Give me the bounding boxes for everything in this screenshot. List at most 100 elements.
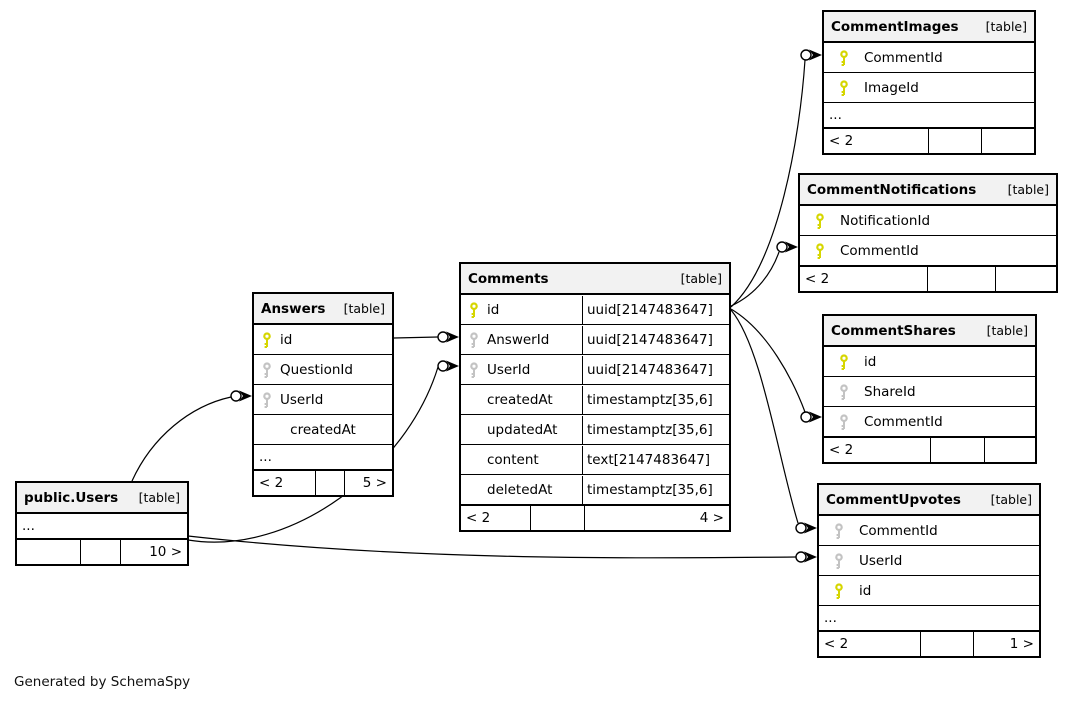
- column-type: timestamptz[35,6]: [582, 475, 729, 504]
- column-row-commentid: CommentId: [824, 43, 1034, 73]
- primary-key-icon: [263, 331, 271, 348]
- primary-key-icon: [840, 49, 848, 66]
- column-row-userid: UserId: [254, 385, 392, 415]
- footer-parents[interactable]: < 2: [824, 129, 929, 153]
- more-columns-ellipsis[interactable]: ...: [17, 514, 187, 539]
- primary-key-icon: [816, 212, 824, 229]
- table-commentupvotes: CommentUpvotes [table] CommentId UserId …: [817, 483, 1041, 658]
- footer-children: [996, 267, 1056, 291]
- table-commentnotifications-header[interactable]: CommentNotifications [table]: [800, 175, 1056, 206]
- footer-mid: [531, 506, 585, 530]
- column-name: ShareId: [864, 383, 916, 400]
- column-type: timestamptz[35,6]: [582, 415, 729, 444]
- column-row-answerid: AnswerId uuid[2147483647]: [461, 325, 729, 355]
- column-name: id: [487, 301, 500, 318]
- table-tag: [table]: [343, 301, 385, 316]
- column-name: UserId: [487, 361, 531, 378]
- column-row-updatedat: updatedAt timestamptz[35,6]: [461, 415, 729, 445]
- column-row-content: content text[2147483647]: [461, 445, 729, 475]
- connector-commentshares-commentid: [800, 411, 822, 423]
- table-tag: [table]: [680, 271, 722, 286]
- foreign-key-icon: [840, 383, 848, 400]
- table-tag: [table]: [985, 19, 1027, 34]
- foreign-key-icon: [470, 361, 478, 378]
- column-row-commentid: CommentId: [800, 236, 1056, 266]
- generator-credit: Generated by SchemaSpy: [14, 674, 191, 690]
- table-footer: 10 >: [17, 539, 187, 564]
- edge-users-to-comments-userid: [187, 366, 439, 543]
- footer-children[interactable]: 5 >: [362, 475, 387, 491]
- column-name: id: [859, 582, 872, 599]
- column-row-id: id: [824, 347, 1035, 377]
- connector-commentupvotes-commentid: [795, 522, 817, 534]
- column-name: CommentId: [864, 49, 943, 66]
- table-tag: [table]: [986, 323, 1028, 338]
- table-comments-header[interactable]: Comments [table]: [461, 264, 729, 295]
- column-name: deletedAt: [487, 481, 553, 498]
- table-commentshares: CommentShares [table] id ShareId Comment…: [822, 314, 1037, 464]
- column-row-createdat: createdAt timestamptz[35,6]: [461, 385, 729, 415]
- table-commentshares-header[interactable]: CommentShares [table]: [824, 316, 1035, 347]
- column-type: uuid[2147483647]: [582, 325, 729, 354]
- table-footer: < 2 5 >: [254, 470, 392, 495]
- column-name: CommentId: [864, 413, 943, 430]
- column-name: createdAt: [290, 421, 356, 438]
- table-name: CommentImages: [831, 18, 959, 35]
- table-name: CommentShares: [831, 322, 956, 339]
- table-name: public.Users: [24, 489, 119, 506]
- footer-children[interactable]: 1 >: [1009, 636, 1034, 652]
- column-row-shareid: ShareId: [824, 377, 1035, 407]
- foreign-key-icon: [835, 522, 843, 539]
- footer-parents[interactable]: < 2: [824, 438, 931, 462]
- column-row-notificationid: NotificationId: [800, 206, 1056, 236]
- table-users-header[interactable]: public.Users [table]: [17, 483, 187, 514]
- footer-mid: [316, 471, 345, 495]
- column-row-commentid: CommentId: [824, 407, 1035, 437]
- table-name: Comments: [468, 270, 549, 287]
- foreign-key-icon: [263, 361, 271, 378]
- table-answers-header[interactable]: Answers [table]: [254, 294, 392, 325]
- edge-comments-id-to-commentimages-commentid: [730, 59, 806, 308]
- foreign-key-icon: [263, 391, 271, 408]
- column-name: createdAt: [487, 391, 553, 408]
- table-comments: Comments [table] id uuid[2147483647] Ans…: [459, 262, 731, 532]
- footer-parents[interactable]: < 2: [254, 471, 316, 495]
- footer-children[interactable]: 4 >: [699, 510, 724, 526]
- table-commentimages-header[interactable]: CommentImages [table]: [824, 12, 1034, 43]
- footer-mid: [929, 129, 982, 153]
- column-row-id: id: [819, 576, 1039, 606]
- column-row-userid: UserId: [819, 546, 1039, 576]
- connector-commentupvotes-userid: [795, 551, 817, 563]
- column-name: updatedAt: [487, 421, 558, 438]
- foreign-key-icon: [470, 331, 478, 348]
- table-commentimages: CommentImages [table] CommentId ImageId …: [822, 10, 1036, 155]
- footer-mid: [81, 540, 121, 564]
- column-name: CommentId: [840, 242, 919, 259]
- column-row-imageid: ImageId: [824, 73, 1034, 103]
- primary-key-icon: [840, 79, 848, 96]
- column-type: uuid[2147483647]: [582, 295, 729, 324]
- more-columns-ellipsis[interactable]: ...: [824, 103, 1034, 128]
- footer-parents[interactable]: < 2: [461, 506, 531, 530]
- column-name: content: [487, 451, 539, 468]
- footer-parents[interactable]: < 2: [800, 267, 928, 291]
- foreign-key-icon: [840, 413, 848, 430]
- table-name: CommentUpvotes: [826, 491, 961, 508]
- footer-parents[interactable]: < 2: [819, 632, 921, 656]
- column-row-deletedat: deletedAt timestamptz[35,6]: [461, 475, 729, 505]
- table-footer: < 2 1 >: [819, 631, 1039, 656]
- column-name: UserId: [280, 391, 324, 408]
- connector-commentimages-commentid: [800, 49, 822, 61]
- more-columns-ellipsis[interactable]: ...: [819, 606, 1039, 631]
- column-name: CommentId: [859, 522, 938, 539]
- more-columns-ellipsis[interactable]: ...: [254, 445, 392, 470]
- column-type: timestamptz[35,6]: [582, 385, 729, 414]
- table-commentupvotes-header[interactable]: CommentUpvotes [table]: [819, 485, 1039, 516]
- footer-parents: [17, 540, 81, 564]
- footer-children[interactable]: 10 >: [149, 544, 182, 560]
- primary-key-icon: [816, 242, 824, 259]
- edge-answers-id-to-comments-answerid: [393, 336, 439, 339]
- column-name: NotificationId: [840, 212, 931, 229]
- footer-children: [985, 438, 1035, 462]
